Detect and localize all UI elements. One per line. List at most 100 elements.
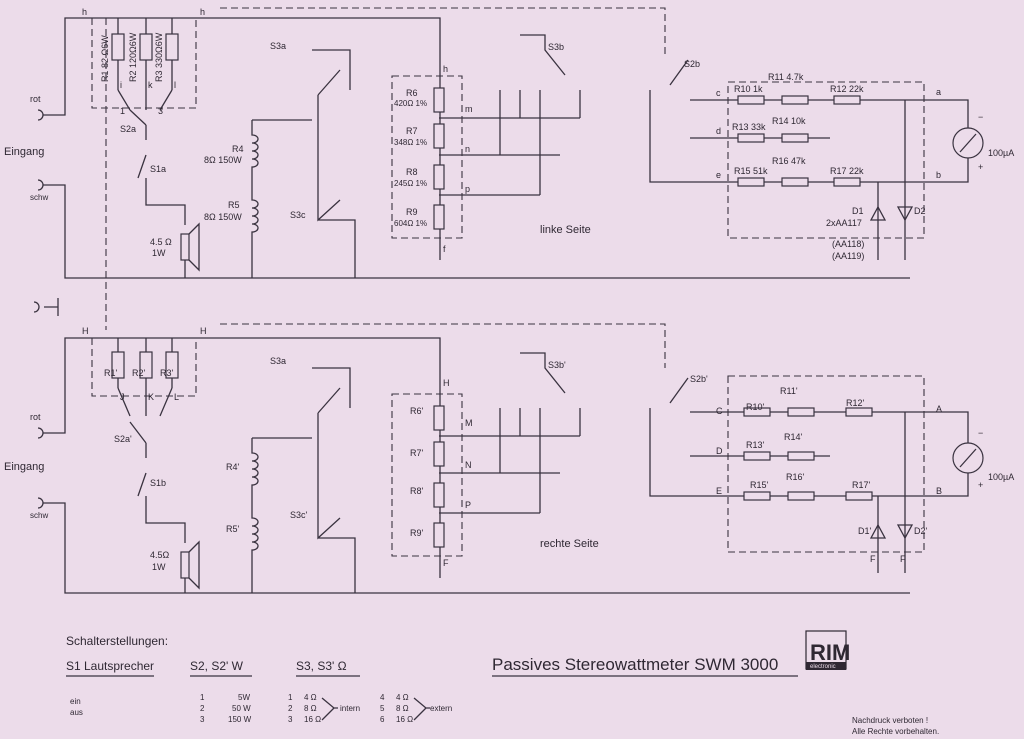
svg-text:1: 1 [288, 693, 293, 702]
svg-text:R9: R9 [406, 207, 418, 217]
s1-label: S1a [150, 164, 166, 174]
svg-text:R17 22k: R17 22k [830, 166, 864, 176]
left-channel: rot Eingang schw R1 82 Ω6W R2 120Ω6W R3 … [4, 7, 1014, 279]
resistor-r12 [833, 95, 861, 105]
svg-text:R17': R17' [852, 480, 871, 490]
svg-text:L: L [174, 392, 179, 402]
svg-text:D2: D2 [914, 206, 926, 216]
svg-text:S1b: S1b [150, 478, 166, 488]
svg-text:K: K [148, 392, 154, 402]
page-title: Passives Stereowattmeter SWM 3000 [492, 655, 778, 674]
svg-text:R7': R7' [410, 448, 424, 458]
footer-line-2: Alle Rechte vorbehalten. [852, 727, 939, 736]
svg-text:rechte Seite: rechte Seite [540, 538, 599, 550]
footer-line-1: Nachdruck verboten ! [852, 716, 928, 725]
svg-text:5: 5 [380, 704, 385, 713]
resistor-r1 [111, 33, 125, 61]
svg-text:R13 33k: R13 33k [732, 122, 766, 132]
svg-text:c: c [716, 88, 721, 98]
resistor-r9 [433, 204, 445, 230]
svg-text:R1': R1' [104, 368, 118, 378]
resistor-r11 [781, 95, 809, 105]
svg-text:intern: intern [340, 704, 360, 713]
svg-text:extern: extern [430, 704, 452, 713]
svg-text:H: H [200, 326, 207, 336]
svg-text:R12 22k: R12 22k [830, 84, 864, 94]
input-black-label: schw [30, 193, 48, 202]
svg-text:R6': R6' [410, 406, 424, 416]
svg-text:50 W: 50 W [232, 704, 251, 713]
svg-text:1W: 1W [152, 562, 166, 572]
svg-text:d: d [716, 126, 721, 136]
resistor-r7 [433, 123, 445, 149]
svg-text:R8': R8' [410, 486, 424, 496]
input-label: Eingang [4, 146, 44, 158]
legend-s3-head: S3, S3' Ω [296, 659, 347, 673]
svg-text:S2b': S2b' [690, 374, 708, 384]
ground-terminal [33, 298, 59, 316]
resistor-r10 [737, 95, 765, 105]
svg-text:2: 2 [288, 704, 293, 713]
svg-text:R8: R8 [406, 167, 418, 177]
svg-text:B: B [936, 486, 942, 496]
s3b-label: S3b [548, 42, 564, 52]
svg-text:R15 51k: R15 51k [734, 166, 768, 176]
r2-label: R2 120Ω6W [128, 32, 138, 82]
legend-s2-head: S2, S2' W [190, 659, 244, 673]
svg-text:4 Ω: 4 Ω [304, 693, 317, 702]
svg-text:rot: rot [30, 412, 41, 422]
input-red-terminal [37, 109, 44, 121]
svg-text:S3a: S3a [270, 356, 286, 366]
svg-text:e: e [716, 170, 721, 180]
svg-text:(AA119): (AA119) [832, 251, 864, 261]
svg-text:R15': R15' [750, 480, 769, 490]
svg-text:R4: R4 [232, 144, 244, 154]
svg-text:RIM: RIM [810, 640, 850, 665]
svg-text:245Ω 1%: 245Ω 1% [394, 179, 427, 188]
svg-text:D2': D2' [914, 526, 928, 536]
svg-text:16 Ω: 16 Ω [304, 715, 321, 724]
svg-text:R4': R4' [226, 462, 240, 472]
svg-text:a: a [936, 87, 941, 97]
svg-text:R13': R13' [746, 440, 765, 450]
s2-label: S2a [120, 124, 136, 134]
s3c-label: S3c [290, 210, 306, 220]
svg-text:b: b [936, 170, 941, 180]
node-h-left: h [82, 7, 87, 17]
svg-text:420Ω 1%: 420Ω 1% [394, 99, 427, 108]
resistor-r17 [833, 177, 861, 187]
svg-text:F: F [870, 554, 876, 564]
svg-text:2: 2 [200, 704, 205, 713]
svg-text:1W: 1W [152, 248, 166, 258]
svg-text:schw: schw [30, 511, 48, 520]
node-i: i [120, 80, 122, 90]
s3a-label: S3a [270, 41, 286, 51]
svg-text:S3b': S3b' [548, 360, 566, 370]
resistor-r14 [781, 133, 809, 143]
svg-text:D: D [716, 446, 723, 456]
svg-text:aus: aus [70, 708, 83, 717]
svg-text:R7: R7 [406, 126, 418, 136]
svg-text:H: H [82, 326, 89, 336]
svg-text:100µA: 100µA [988, 148, 1014, 158]
svg-text:16 Ω: 16 Ω [396, 715, 413, 724]
svg-text:P: P [465, 500, 471, 510]
r1-label: R1 82 Ω6W [100, 35, 110, 82]
svg-text:6: 6 [380, 715, 385, 724]
svg-text:R3': R3' [160, 368, 174, 378]
svg-text:−: − [978, 112, 983, 122]
svg-text:ein: ein [70, 697, 81, 706]
svg-text:F: F [443, 558, 449, 568]
svg-text:R11 4.7k: R11 4.7k [768, 72, 804, 82]
svg-text:R11': R11' [780, 386, 798, 396]
input-red-label: rot [30, 94, 41, 104]
svg-text:N: N [465, 460, 472, 470]
svg-text:R12': R12' [846, 398, 865, 408]
svg-text:R10 1k: R10 1k [734, 84, 763, 94]
node-l: l [174, 80, 176, 90]
svg-text:n: n [465, 144, 470, 154]
svg-text:1: 1 [200, 693, 205, 702]
svg-text:E: E [716, 486, 722, 496]
svg-text:8Ω 150W: 8Ω 150W [204, 155, 242, 165]
legend-heading: Schalterstellungen: [66, 634, 168, 648]
